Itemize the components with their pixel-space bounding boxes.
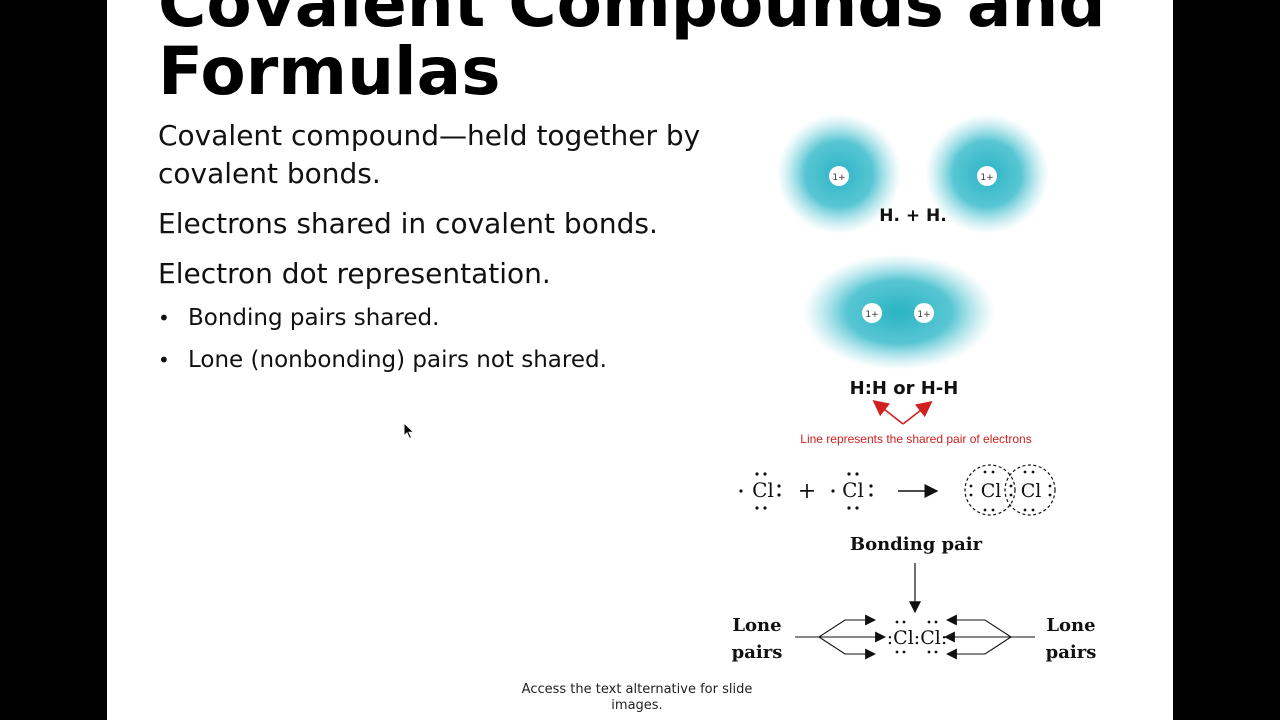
cl-atom-left: Cl xyxy=(752,478,774,502)
text-alternative-caption[interactable]: Access the text alternative for slide im… xyxy=(521,682,753,713)
slide-title: Covalent Compounds and Formulas xyxy=(158,0,1106,106)
h2-molecule-cloud xyxy=(803,254,995,370)
h-plus-h-label: H. + H. xyxy=(879,206,946,226)
h2-proton-left xyxy=(862,303,882,323)
cl-right-dots xyxy=(831,472,873,510)
shared-pair-note: Line represents the shared pair of elect… xyxy=(800,432,1031,446)
mouse-cursor-icon xyxy=(403,422,415,440)
cl-atom-right: Cl xyxy=(842,478,864,502)
cl2-shell-left xyxy=(964,464,1016,516)
cl2-dots xyxy=(969,470,1052,512)
cl2-formula: :Cl:Cl: xyxy=(887,627,947,649)
lone-pairs-right-line-2: pairs xyxy=(1046,642,1097,663)
cl2-atom-right: Cl xyxy=(1021,480,1042,502)
cl2-shell-right xyxy=(1004,464,1056,516)
cl2-formula-dots xyxy=(895,620,938,654)
paragraph-electron-dot: Electron dot representation. xyxy=(158,257,551,290)
proton-right xyxy=(977,166,997,186)
paragraph-covalent-compound: Covalent compound—held together by coval… xyxy=(158,119,701,190)
slide-title-line-1: Covalent Compounds and xyxy=(158,0,1106,42)
paragraph-electrons-shared: Electrons shared in covalent bonds. xyxy=(158,207,658,240)
slide-body: Covalent compound—held together by coval… xyxy=(158,117,718,381)
lone-pair-arrows-right xyxy=(943,614,1035,660)
h2-formula-label: H:H or H-H xyxy=(850,378,959,399)
bullet-lone-pairs: Lone (nonbonding) pairs not shared. xyxy=(158,339,718,381)
bonding-pair-label: Bonding pair xyxy=(850,534,983,555)
h2-proton-right xyxy=(914,303,934,323)
cl-plus-sign: + xyxy=(798,479,816,504)
bullet-list: Bonding pairs shared. Lone (nonbonding) … xyxy=(158,297,718,381)
lone-pairs-right-line-1: Lone xyxy=(1046,615,1095,636)
bullet-bonding-pairs: Bonding pairs shared. xyxy=(158,297,718,339)
h2-proton-label-left: 1+ xyxy=(865,310,878,320)
lone-pair-arrows-left xyxy=(795,614,887,660)
h2-proton-label-right: 1+ xyxy=(917,310,930,320)
cl2-atom-left: Cl xyxy=(981,480,1002,502)
proton-left xyxy=(829,166,849,186)
lone-pairs-left-line-1: Lone xyxy=(732,615,781,636)
lone-pairs-left-line-2: pairs xyxy=(732,642,783,663)
covalent-bond-figure: 1+ 1+ H. + H. 1+ 1+ H:H or H-H Line repr… xyxy=(732,114,1097,663)
slide-title-line-2: Formulas xyxy=(158,33,501,110)
proton-label-right: 1+ xyxy=(980,173,993,183)
cl-reaction: Cl + Cl Cl Cl xyxy=(732,464,1097,663)
proton-label-left: 1+ xyxy=(832,173,845,183)
slide: Covalent Compounds and Formulas Covalent… xyxy=(107,0,1173,720)
red-arrow-left xyxy=(872,400,904,425)
red-arrow-right xyxy=(902,401,933,425)
cl-left-dots xyxy=(739,472,781,510)
